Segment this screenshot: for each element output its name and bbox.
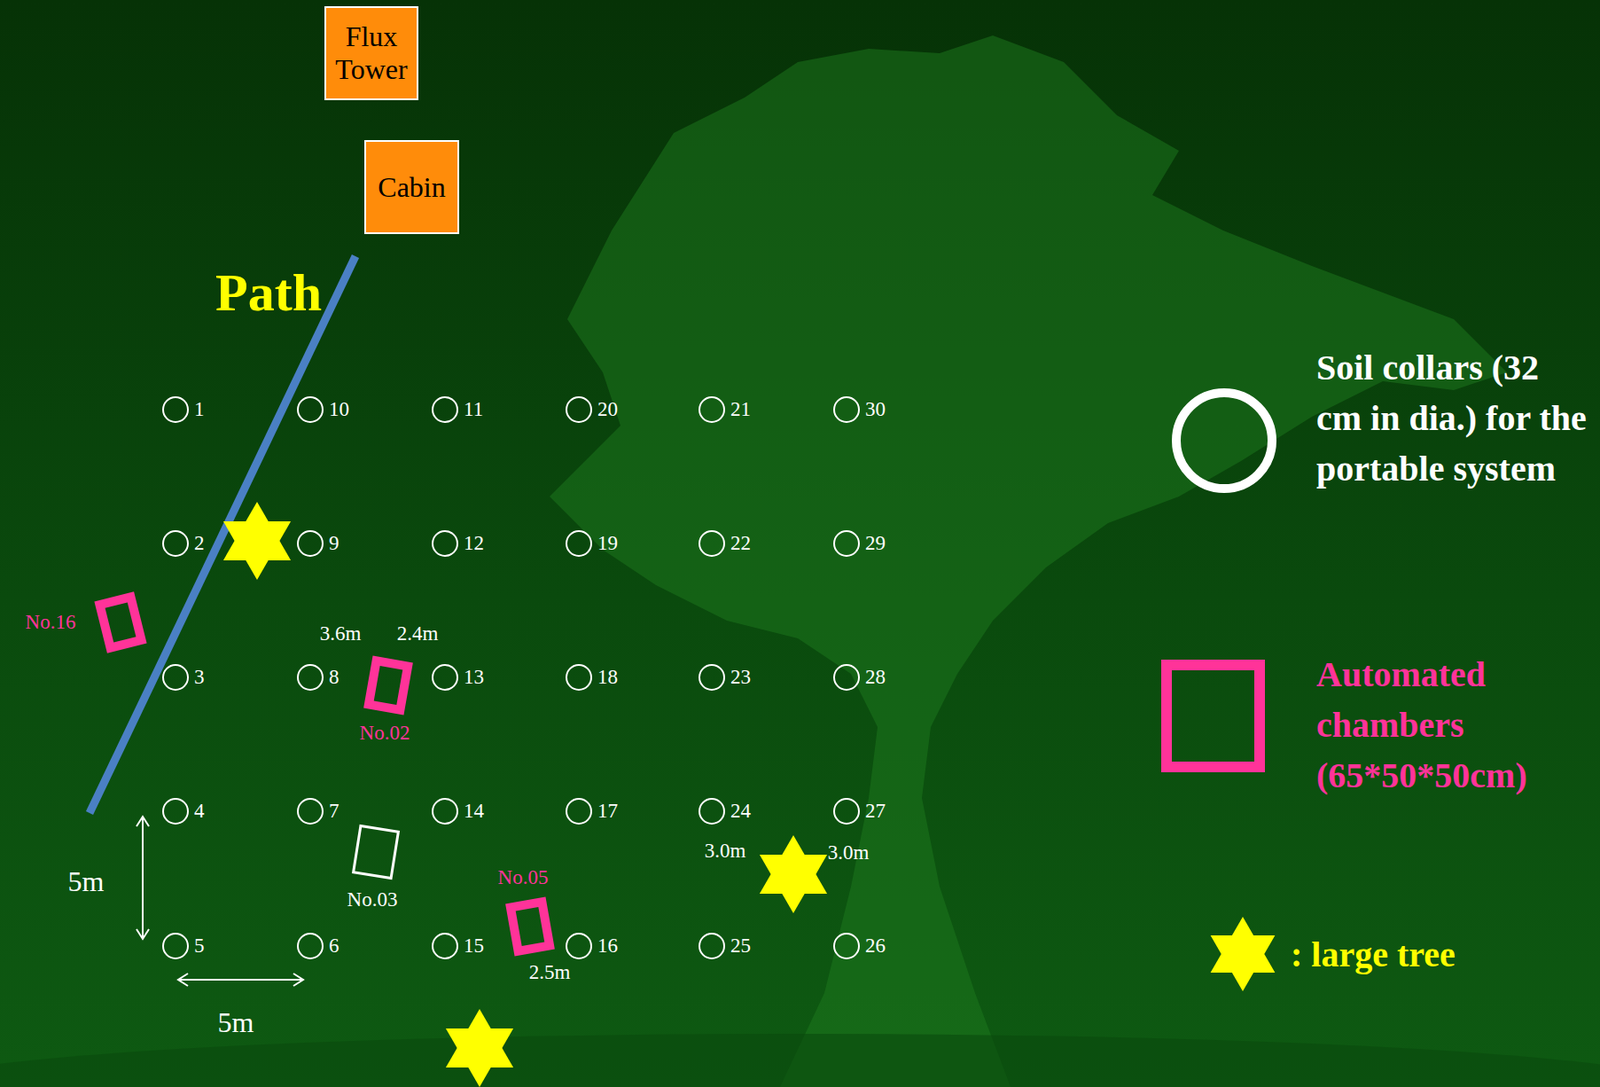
soil-collar: 15	[431, 932, 459, 960]
collar-number: 26	[865, 934, 886, 958]
chamber-label: No.03	[347, 888, 399, 912]
soil-collar: 28	[833, 663, 860, 691]
collar-number: 25	[730, 934, 751, 958]
dimension: 2.4m	[397, 622, 439, 646]
collar-number: 3	[194, 665, 205, 689]
path-line	[89, 256, 356, 813]
chamber-label: No.16	[25, 610, 77, 634]
collar-number: 10	[328, 398, 350, 422]
dimension: 3.6m	[320, 622, 362, 646]
automated-chamber: No.16	[100, 595, 141, 649]
soil-collar: 4	[162, 797, 189, 825]
collar-number: 6	[328, 934, 340, 958]
soil-collar: 10	[296, 396, 324, 423]
collar-number: 27	[865, 799, 886, 823]
collar-number: 19	[597, 531, 618, 555]
soil-collar: 9	[296, 530, 324, 557]
collar-number: 18	[597, 665, 618, 689]
collar-number: 30	[865, 398, 886, 422]
collar-number: 13	[463, 665, 484, 689]
soil-collar: 11	[431, 396, 459, 423]
large-tree-star	[223, 501, 828, 1087]
legend-text: Soil collars (32 cm in dia.) for the por…	[1316, 342, 1593, 494]
soil-collar: 25	[698, 932, 726, 960]
path-label: Path	[215, 262, 322, 324]
collar-number: 5	[194, 934, 205, 958]
building-box: Flux Tower	[324, 6, 419, 101]
collar-number: 4	[194, 799, 205, 823]
tree-silhouette	[549, 35, 1507, 1087]
soil-collar: 24	[698, 797, 726, 825]
collar-number: 2	[194, 531, 205, 555]
automated-chamber: No.02	[367, 658, 409, 712]
collar-number: 15	[463, 934, 484, 958]
soil-collar: 7	[296, 797, 324, 825]
soil-collar: 21	[698, 396, 726, 423]
dimension: 3.0m	[704, 839, 747, 863]
soil-collar: 1	[162, 396, 189, 423]
soil-collar: 29	[833, 530, 860, 557]
collar-number: 23	[730, 665, 751, 689]
collar-number: 21	[730, 398, 751, 422]
soil-collar: 30	[833, 396, 860, 423]
dimension: 5m	[218, 1006, 255, 1039]
legend-text: : large tree	[1290, 928, 1456, 980]
collar-number: 17	[597, 799, 618, 823]
legend-text: Automated chambers (65*50*50cm)	[1316, 648, 1593, 801]
soil-collar: 16	[565, 932, 593, 960]
soil-collar: 18	[565, 663, 593, 691]
dimension-arrows	[136, 816, 304, 986]
chamber-outline	[509, 899, 551, 953]
automated-chamber: No.05	[509, 899, 551, 953]
dimension: 5m	[68, 865, 105, 898]
soil-collar: 26	[833, 932, 860, 960]
chamber-outline	[367, 658, 409, 712]
soil-collar: 5	[162, 932, 189, 960]
soil-collar: 17	[565, 797, 593, 825]
soil-collar: 14	[431, 797, 459, 825]
chamber-outline	[100, 595, 141, 649]
collar-number: 20	[597, 398, 618, 422]
soil-collar: 2	[162, 530, 189, 557]
collar-number: 29	[865, 531, 886, 555]
chamber-label: No.02	[359, 721, 411, 745]
collar-number: 16	[597, 934, 618, 958]
collar-number: 14	[463, 799, 484, 823]
dimension: 2.5m	[529, 960, 571, 984]
soil-collar: 6	[296, 932, 324, 960]
soil-collar: 23	[698, 663, 726, 691]
soil-collar: 22	[698, 530, 726, 557]
soil-collar: 27	[833, 797, 860, 825]
soil-collar: 20	[565, 396, 593, 423]
soil-collar: 8	[296, 663, 324, 691]
building-name: Cabin	[377, 171, 445, 204]
chamber-label: No.05	[498, 866, 549, 890]
collar-number: 11	[463, 398, 484, 422]
ground-shadow	[0, 1033, 1600, 1087]
dimension: 3.0m	[827, 841, 870, 865]
collar-number: 12	[463, 531, 484, 555]
collar-number: 28	[865, 665, 886, 689]
building-name: Flux Tower	[329, 20, 414, 86]
automated-chamber: No.03	[355, 827, 397, 877]
collar-number: 24	[730, 799, 751, 823]
building-box: Cabin	[364, 140, 460, 235]
soil-collar: 19	[565, 530, 593, 557]
collar-number: 7	[328, 799, 340, 823]
collar-number: 8	[328, 665, 340, 689]
soil-collar: 12	[431, 530, 459, 557]
collar-number: 1	[194, 398, 205, 422]
legend-samples	[1166, 392, 1275, 992]
chamber-outline	[355, 827, 397, 877]
soil-collar: 13	[431, 663, 459, 691]
collar-number: 22	[730, 531, 751, 555]
collar-number: 9	[328, 531, 340, 555]
soil-collar: 3	[162, 663, 189, 691]
